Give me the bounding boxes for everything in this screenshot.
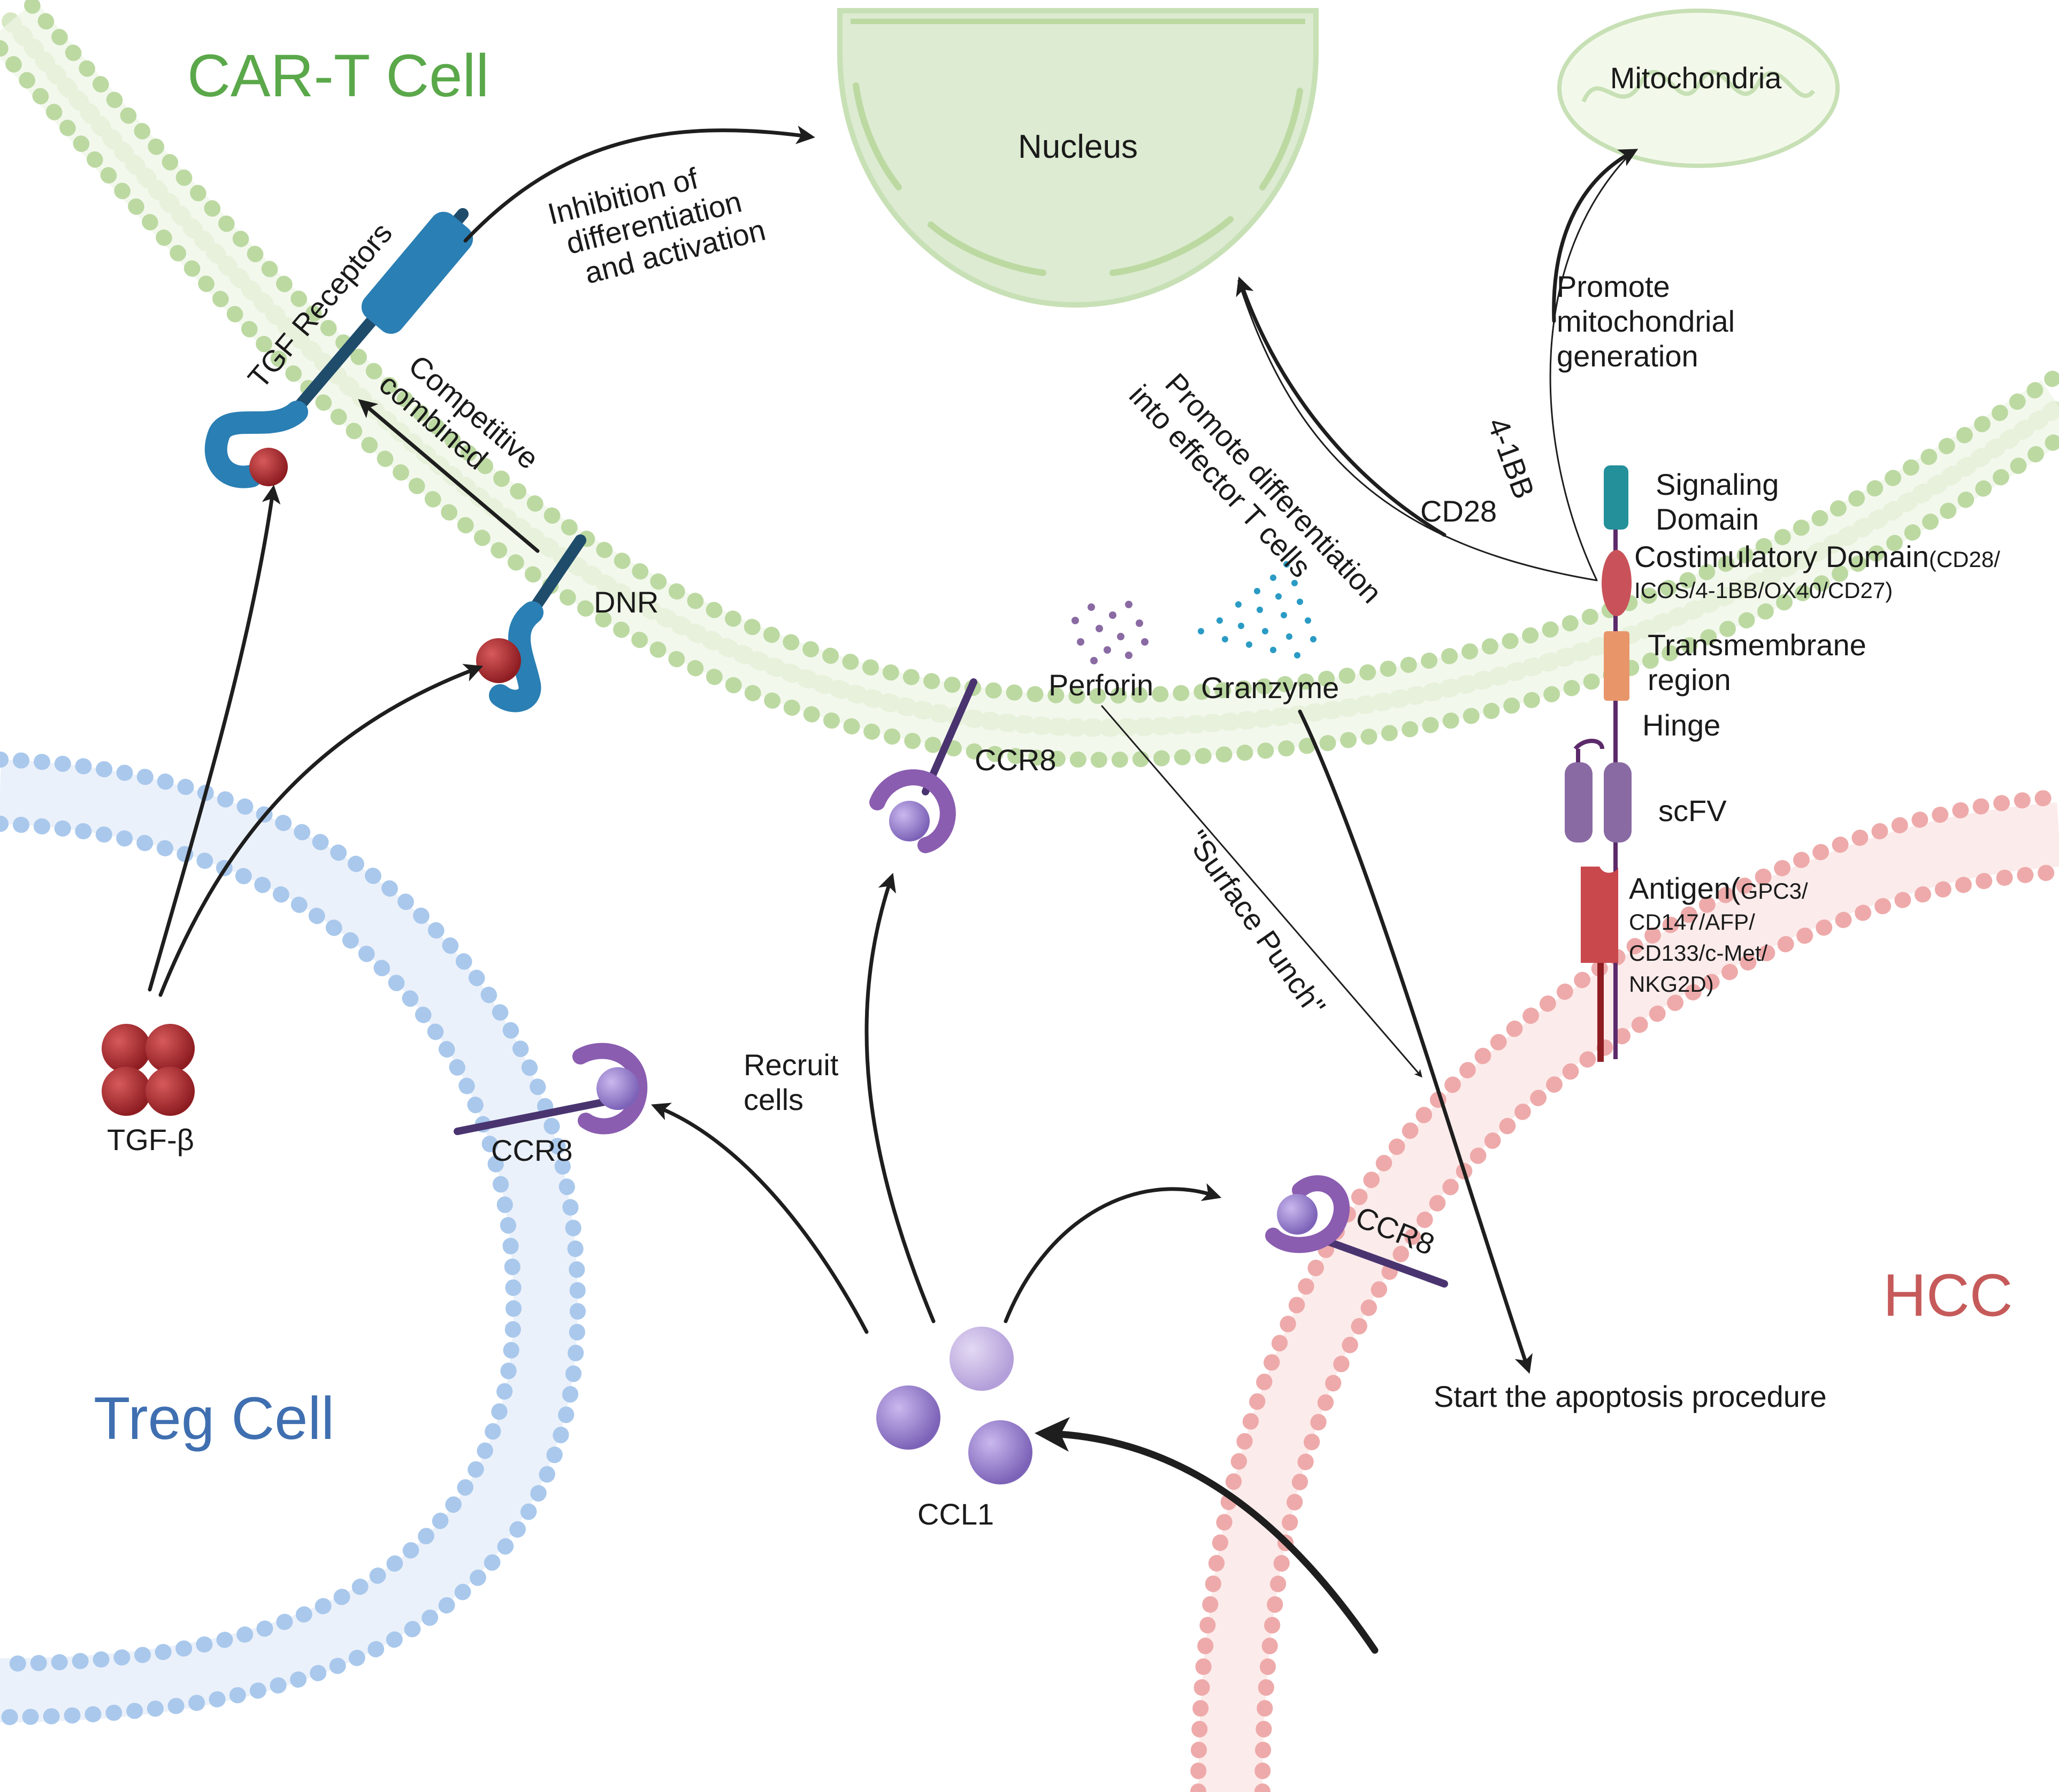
tgf-receptor: [204, 208, 473, 488]
svg-text:cells: cells: [744, 1083, 803, 1116]
svg-text:NKG2D): NKG2D): [1629, 971, 1714, 997]
antigen-label: Antigen(GPC3/: [1629, 871, 1808, 905]
ccr8-hcc: [1265, 1175, 1448, 1288]
transmembrane-region: [1604, 631, 1629, 701]
promote-diff-arrow: [1236, 276, 1446, 537]
4-1bb-line: [1549, 151, 1633, 581]
tgf-beta-label: TGF-β: [107, 1123, 194, 1157]
transmembrane-label: Transmembrane region: [1648, 628, 1866, 696]
tgf-beta-to-dnr-arrow: [158, 664, 484, 997]
competitive-arrow: [358, 399, 540, 553]
ccr8-treg-label: CCR8: [491, 1134, 572, 1167]
cart-membrane: [0, 0, 2059, 768]
svg-text:generation: generation: [1557, 339, 1698, 373]
perforin-label: Perforin: [1048, 668, 1153, 702]
cd28-line: [1237, 280, 1598, 581]
recruit-label: Recruit cells: [744, 1048, 839, 1116]
granzyme-dots: [1198, 561, 1316, 658]
svg-text:region: region: [1648, 663, 1731, 696]
dnr-bound-ball: [476, 638, 521, 683]
promote-mito-label: Promote mitochondrial generation: [1557, 270, 1735, 373]
surface-punch-label: "Surface Punch": [1180, 824, 1332, 1022]
svg-text:Domain: Domain: [1656, 502, 1759, 536]
antigen-options: CD147/AFP/ CD133/c-Met/ NKG2D): [1629, 909, 1767, 997]
nucleus-label: Nucleus: [1018, 128, 1138, 165]
costimulatory-domain: [1602, 550, 1632, 616]
antigen: [1581, 867, 1618, 963]
scfv-left: [1565, 762, 1593, 843]
dnr-label: DNR: [594, 585, 659, 619]
mitochondria: Mitochondria: [1557, 9, 1840, 168]
car-construct: [1565, 465, 1632, 1062]
svg-text:CD133/c-Met/: CD133/c-Met/: [1629, 940, 1767, 966]
ccl1-cluster: [876, 1327, 1032, 1484]
ccl1-to-treg-arrow: [651, 1102, 869, 1334]
tgf-beta-bound-ball: [249, 448, 288, 486]
perforin-dots: [1071, 601, 1149, 664]
ccl1-label: CCL1: [917, 1497, 994, 1531]
ccr8-cart: [869, 678, 977, 853]
svg-text:CD147/AFP/: CD147/AFP/: [1629, 909, 1755, 935]
granzyme-arrow: [1298, 709, 1533, 1374]
hinge-label: Hinge: [1642, 708, 1720, 742]
treg-membrane: [0, 752, 586, 1725]
svg-text:Recruit: Recruit: [744, 1048, 839, 1082]
perforin-arrow: [1101, 705, 1422, 1078]
hcc-to-ccl1-arrow: [1035, 1416, 1379, 1654]
costim-label-options: ICOS/4-1BB/OX40/CD27): [1634, 578, 1893, 603]
cart-cell-title: CAR-T Cell: [187, 42, 489, 109]
svg-text:Transmembrane: Transmembrane: [1648, 628, 1866, 662]
tgf-beta-to-receptor-arrow: [148, 485, 281, 992]
inhibition-arrow: [463, 125, 815, 243]
tgf-beta-cluster: [102, 1024, 195, 1116]
svg-text:Promote differentiation: Promote differentiation: [1159, 366, 1389, 609]
apoptosis-label: Start the apoptosis procedure: [1434, 1380, 1827, 1413]
nucleus: Nucleus: [837, 8, 1319, 308]
svg-text:mitochondrial: mitochondrial: [1557, 304, 1735, 338]
signaling-label: Signaling Domain: [1656, 468, 1779, 536]
promote-mito-arrow: [1552, 149, 1639, 323]
4-1bb-label: 4-1BB: [1481, 413, 1541, 503]
cd28-label: CD28: [1420, 494, 1497, 528]
signaling-domain: [1604, 465, 1628, 530]
dnr-receptor: [476, 534, 586, 713]
ccr8-treg: [454, 1043, 648, 1135]
ccr8-cart-label: CCR8: [975, 743, 1056, 777]
treg-cell-title: Treg Cell: [94, 1385, 334, 1452]
granzyme-label: Granzyme: [1201, 671, 1339, 704]
scfv-label: scFV: [1658, 794, 1727, 828]
svg-text:Promote: Promote: [1557, 270, 1670, 303]
svg-text:Signaling: Signaling: [1656, 468, 1779, 501]
costim-label: Costimulatory Domain(CD28/: [1634, 540, 2000, 573]
ccl1-to-cart-arrow: [864, 872, 936, 1323]
mitochondria-label: Mitochondria: [1610, 61, 1782, 95]
hcc-membrane: [1190, 789, 2059, 1792]
inhibition-label: Inhibition of differentiation and activa…: [545, 161, 769, 290]
hcc-title: HCC: [1883, 1262, 2013, 1329]
scfv-right: [1604, 762, 1632, 843]
ccl1-to-hcc-arrow: [1004, 1183, 1222, 1323]
